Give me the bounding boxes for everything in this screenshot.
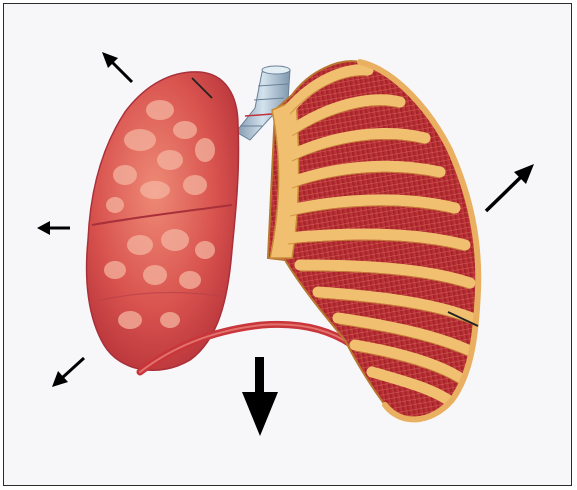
arrow-left [37, 221, 70, 235]
arrow-down-left [52, 358, 84, 387]
arrow-up-right [486, 164, 534, 211]
lung [87, 72, 239, 370]
rib-cage [268, 61, 478, 419]
arrow-up-left [102, 52, 132, 82]
arrow-down [242, 357, 278, 436]
